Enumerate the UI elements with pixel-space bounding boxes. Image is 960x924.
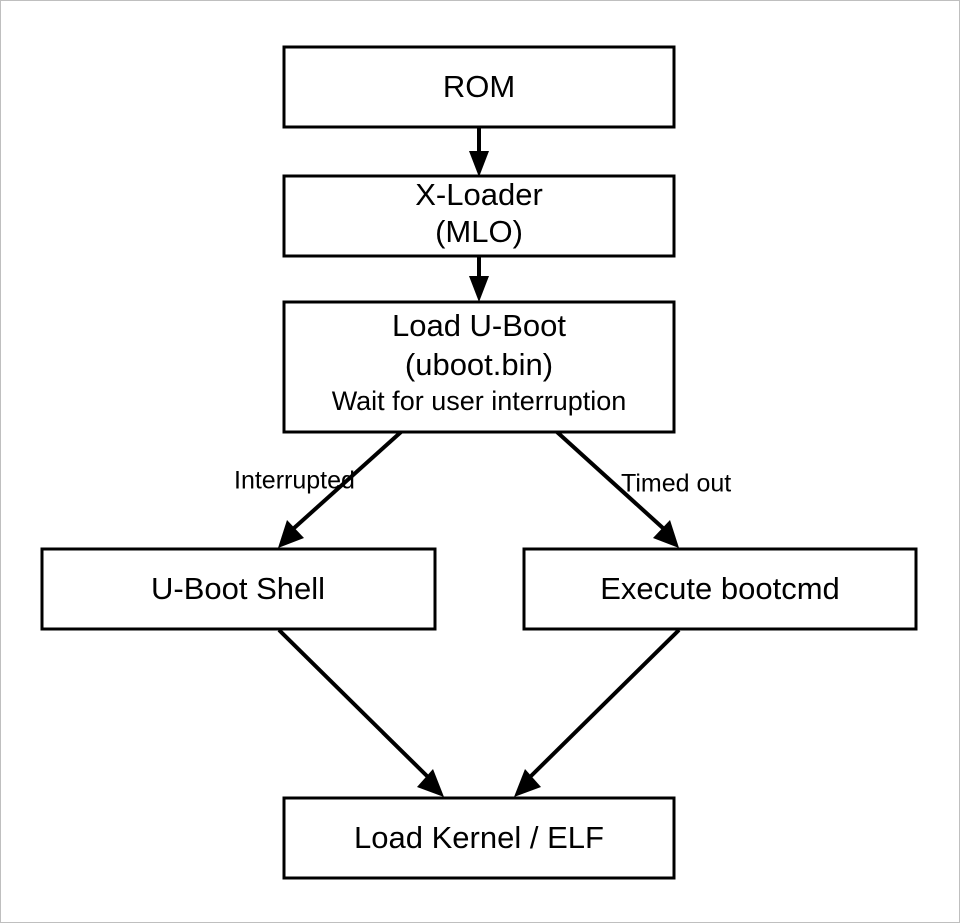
edge-label-interrupted: Interrupted: [234, 467, 355, 495]
arrowhead-icon: [653, 520, 679, 548]
edge-loaduboot-to-ubootshell: [278, 430, 403, 548]
node-rom-label: ROM: [443, 69, 515, 104]
arrowhead-icon: [278, 520, 304, 548]
edge-bootcmd-to-loadkernel: [514, 628, 681, 797]
edge-loaduboot-to-bootcmd: [555, 430, 679, 548]
node-load-uboot-label-line1: Load U-Boot: [392, 308, 566, 343]
node-rom-box[interactable]: [282, 45, 676, 129]
node-load-kernel-label: Load Kernel / ELF: [354, 820, 604, 855]
node-load-uboot[interactable]: Load U-Boot (uboot.bin) Wait for user in…: [282, 300, 676, 434]
edge-xloader-to-loaduboot: [469, 256, 489, 302]
node-execute-bootcmd-box[interactable]: [522, 547, 918, 631]
node-xloader[interactable]: X-Loader (MLO): [282, 174, 676, 258]
node-load-uboot-label-line3: Wait for user interruption: [332, 386, 627, 416]
arrowhead-icon: [514, 769, 541, 797]
node-load-uboot-box[interactable]: [282, 300, 676, 434]
node-execute-bootcmd-label: Execute bootcmd: [600, 571, 840, 606]
node-load-kernel[interactable]: Load Kernel / ELF: [282, 796, 676, 880]
node-xloader-label-line2: (MLO): [435, 214, 523, 249]
node-uboot-shell[interactable]: U-Boot Shell: [40, 547, 437, 631]
node-rom[interactable]: ROM: [282, 45, 676, 129]
arrowhead-icon: [469, 151, 489, 177]
edge-ubootshell-to-loadkernel: [277, 628, 444, 797]
arrowhead-icon: [417, 769, 444, 797]
edge-rom-to-xloader: [469, 128, 489, 177]
node-execute-bootcmd[interactable]: Execute bootcmd: [522, 547, 918, 631]
arrowhead-icon: [469, 276, 489, 302]
node-load-uboot-label-line2: (uboot.bin): [405, 347, 553, 382]
node-uboot-shell-box[interactable]: [40, 547, 437, 631]
node-uboot-shell-label: U-Boot Shell: [151, 571, 325, 606]
edge-label-timed-out: Timed out: [621, 470, 731, 498]
node-xloader-label-line1: X-Loader: [415, 177, 543, 212]
node-xloader-box[interactable]: [282, 174, 676, 258]
node-load-kernel-box[interactable]: [282, 796, 676, 880]
